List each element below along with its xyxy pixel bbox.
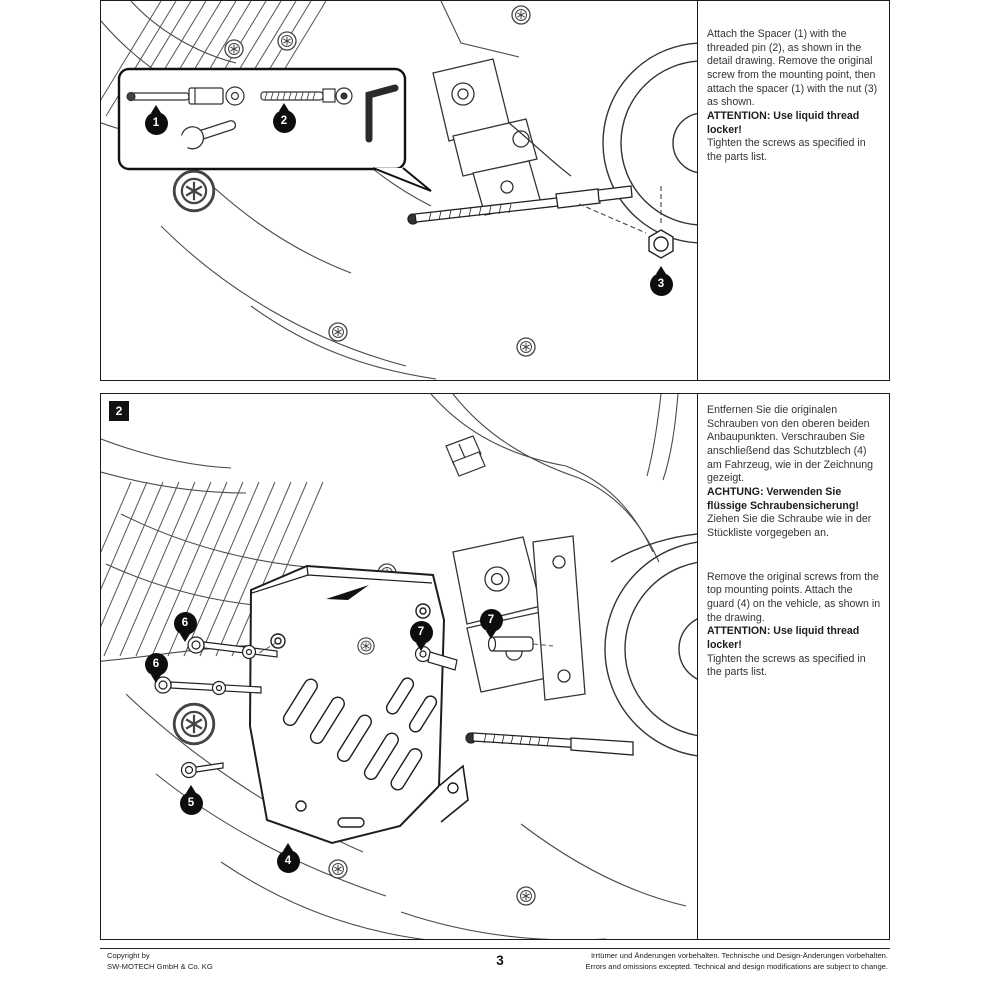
step2-de-block: Entfernen Sie die originalen Schrauben v… <box>707 404 881 541</box>
threaded-pin-part <box>260 87 353 105</box>
spacer-7b <box>487 636 534 652</box>
step1-body: Attach the Spacer (1) with the threaded … <box>707 28 878 109</box>
step2-en-body: Remove the original screws from the top … <box>707 570 881 624</box>
guard-plate <box>248 564 469 845</box>
mounting-bracket-2 <box>452 535 586 701</box>
screw-6b <box>154 676 262 696</box>
step2-label: 2 <box>109 401 129 421</box>
connector <box>445 435 486 477</box>
step2-de-attention: ACHTUNG: Verwenden Sie flüssige Schraube… <box>707 485 859 512</box>
callout-1: 1 <box>144 104 168 135</box>
footer-copyright: Copyright by SW-MOTECH GmbH & Co. KG <box>107 951 213 972</box>
brand-arrow-icon <box>326 585 369 600</box>
allen-key-icon <box>365 84 399 143</box>
step2-technical-drawing <box>101 394 697 939</box>
callout-6b: 6 <box>144 652 168 683</box>
guard-louvers <box>282 677 438 791</box>
callout-2: 2 <box>272 102 296 133</box>
leader-lines <box>578 186 662 234</box>
copyright-line2: SW-MOTECH GmbH & Co. KG <box>107 961 213 971</box>
step2-en-tighten: Tighten the screws as specified in the p… <box>707 652 866 679</box>
screw-6a <box>187 636 278 660</box>
copyright-line1: Copyright by <box>107 951 150 960</box>
callout-6a: 6 <box>173 611 197 642</box>
disclaimer-de: Irrtümer und Änderungen vorbehalten. Tec… <box>590 951 888 960</box>
nut-5-part <box>180 761 224 779</box>
callout-7b: 7 <box>479 608 503 639</box>
spacer-part <box>126 86 245 106</box>
step2-instructions: Entfernen Sie die originalen Schrauben v… <box>698 394 889 939</box>
step1-drawing: 1 2 3 <box>101 1 698 380</box>
footer-divider <box>100 948 890 949</box>
step1-en-block: Attach the Spacer (1) with the threaded … <box>707 28 881 165</box>
nut-part <box>648 229 674 259</box>
callout-7a: 7 <box>409 620 433 651</box>
engine-cases <box>101 1 520 380</box>
wrench-icon <box>174 120 237 152</box>
cylinder <box>602 42 697 244</box>
mounting-bracket <box>432 58 572 216</box>
step2-en-block: Remove the original screws from the top … <box>707 571 881 680</box>
step2-drawing: 2 <box>101 394 698 939</box>
callout-5: 5 <box>179 784 203 815</box>
step2-en-attention: ATTENTION: Use liquid thread locker! <box>707 625 860 651</box>
step2-de-body: Entfernen Sie die originalen Schrauben v… <box>707 404 874 485</box>
disclaimer-en: Errors and omissions excepted. Technical… <box>585 961 888 971</box>
step1-technical-drawing <box>101 1 697 380</box>
long-screw <box>465 732 634 756</box>
step1-instructions: Attach the Spacer (1) with the threaded … <box>698 1 889 380</box>
installed-spacer-rod <box>407 185 633 225</box>
footer-disclaimer: Irrtümer und Änderungen vorbehalten. Tec… <box>585 951 888 972</box>
step2-panel: 2 <box>100 393 890 940</box>
step1-tighten: Tighten the screws as specified in the p… <box>707 137 866 163</box>
leader-lines-2 <box>258 642 554 654</box>
step1-panel: 1 2 3 Attach the Spacer (1) with the thr… <box>100 0 890 381</box>
step2-de-tighten: Ziehen Sie die Schraube wie in der Stück… <box>707 513 872 539</box>
detail-inset-box <box>117 67 432 192</box>
guard-holes <box>270 603 431 828</box>
callout-3: 3 <box>649 265 673 296</box>
callout-4: 4 <box>276 842 300 873</box>
step1-attention: ATTENTION: Use liquid thread locker! <box>707 109 860 136</box>
cylinder-2 <box>604 533 697 757</box>
page-number: 3 <box>496 953 504 968</box>
